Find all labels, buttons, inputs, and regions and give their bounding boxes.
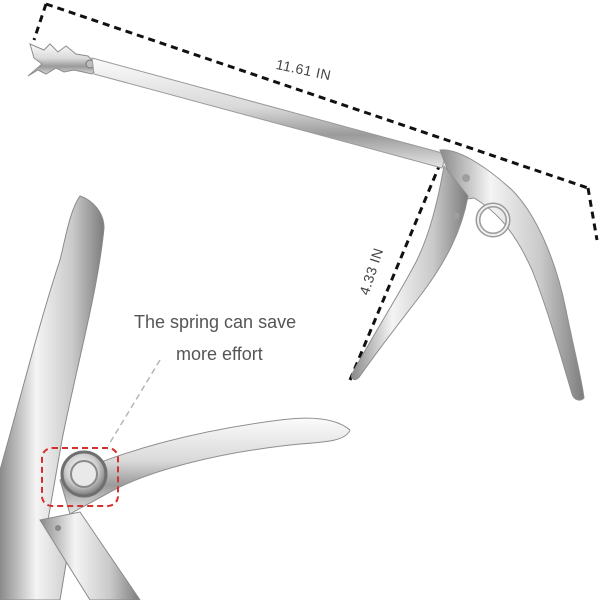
length-dim-top	[45, 2, 589, 190]
closeup-base	[39, 511, 141, 600]
shaft	[91, 57, 447, 169]
callout-leader	[107, 359, 161, 447]
callout-line-1: The spring can save	[134, 312, 297, 332]
spring-highlight-box	[41, 447, 119, 507]
callout-line-2: more effort	[176, 344, 263, 364]
closeup-upper-arm	[0, 195, 105, 600]
dehooker-closeup	[0, 195, 351, 600]
handle-rivet-2	[452, 212, 460, 220]
dehooker-top	[27, 43, 585, 401]
dimension-lines	[32, 2, 599, 381]
jaw	[27, 43, 99, 77]
closeup-lower-arm	[59, 417, 351, 515]
lever	[351, 164, 469, 381]
length-dim-right-tick	[586, 187, 599, 241]
closeup-rivet	[55, 525, 61, 531]
handle-rivet-1	[462, 174, 470, 182]
length-dim-left-tick	[32, 3, 48, 41]
handle-head	[439, 149, 585, 401]
closeup-spring-inner	[70, 460, 98, 488]
width-dim-line	[348, 151, 447, 381]
spring-ring-highlight	[477, 204, 509, 236]
